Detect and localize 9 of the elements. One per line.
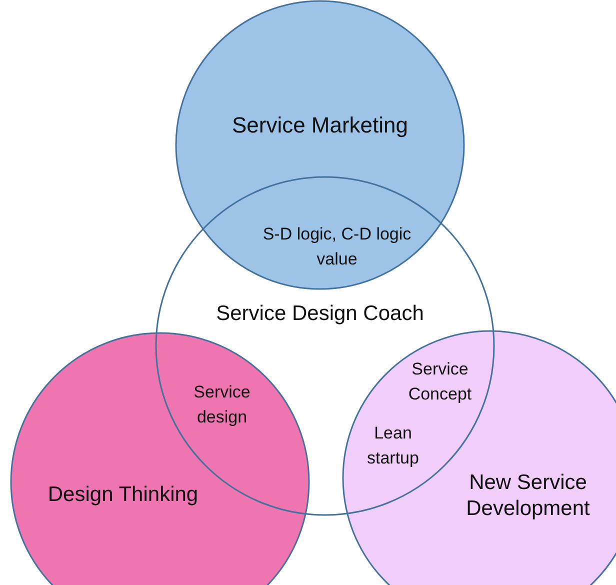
overlap-label: Service design (192, 381, 252, 428)
overlap-label: Lean startup (366, 422, 420, 469)
circle-label: Design Thinking (46, 482, 200, 508)
circle-label: Service Design Coach (215, 300, 425, 327)
overlap-label: Service Concept (407, 358, 473, 405)
circle-label: Service Marketing (230, 111, 410, 139)
overlap-label: S-D logic, C-D logic value (262, 223, 412, 270)
circle-label: New Service Development (465, 470, 591, 522)
venn-circle (175, 0, 465, 290)
